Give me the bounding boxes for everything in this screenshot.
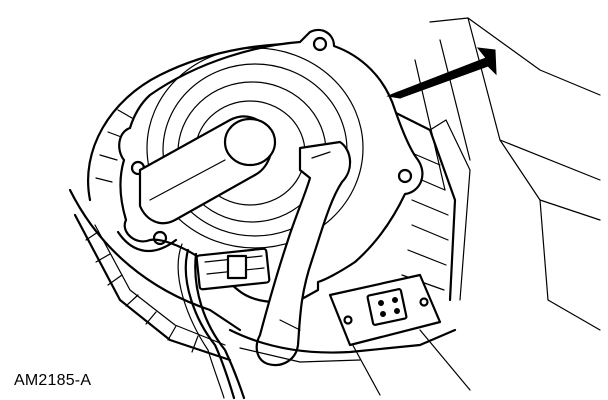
wire-harness-tube [255,140,352,367]
wiring-connector [116,230,271,400]
dash-panel-lines [349,17,601,396]
figure-id-label: AM2185-A [14,372,92,389]
pointer-arrow [397,47,497,99]
blower-resistor [328,273,442,347]
motor-flange [118,28,424,304]
housing-base [228,328,457,354]
